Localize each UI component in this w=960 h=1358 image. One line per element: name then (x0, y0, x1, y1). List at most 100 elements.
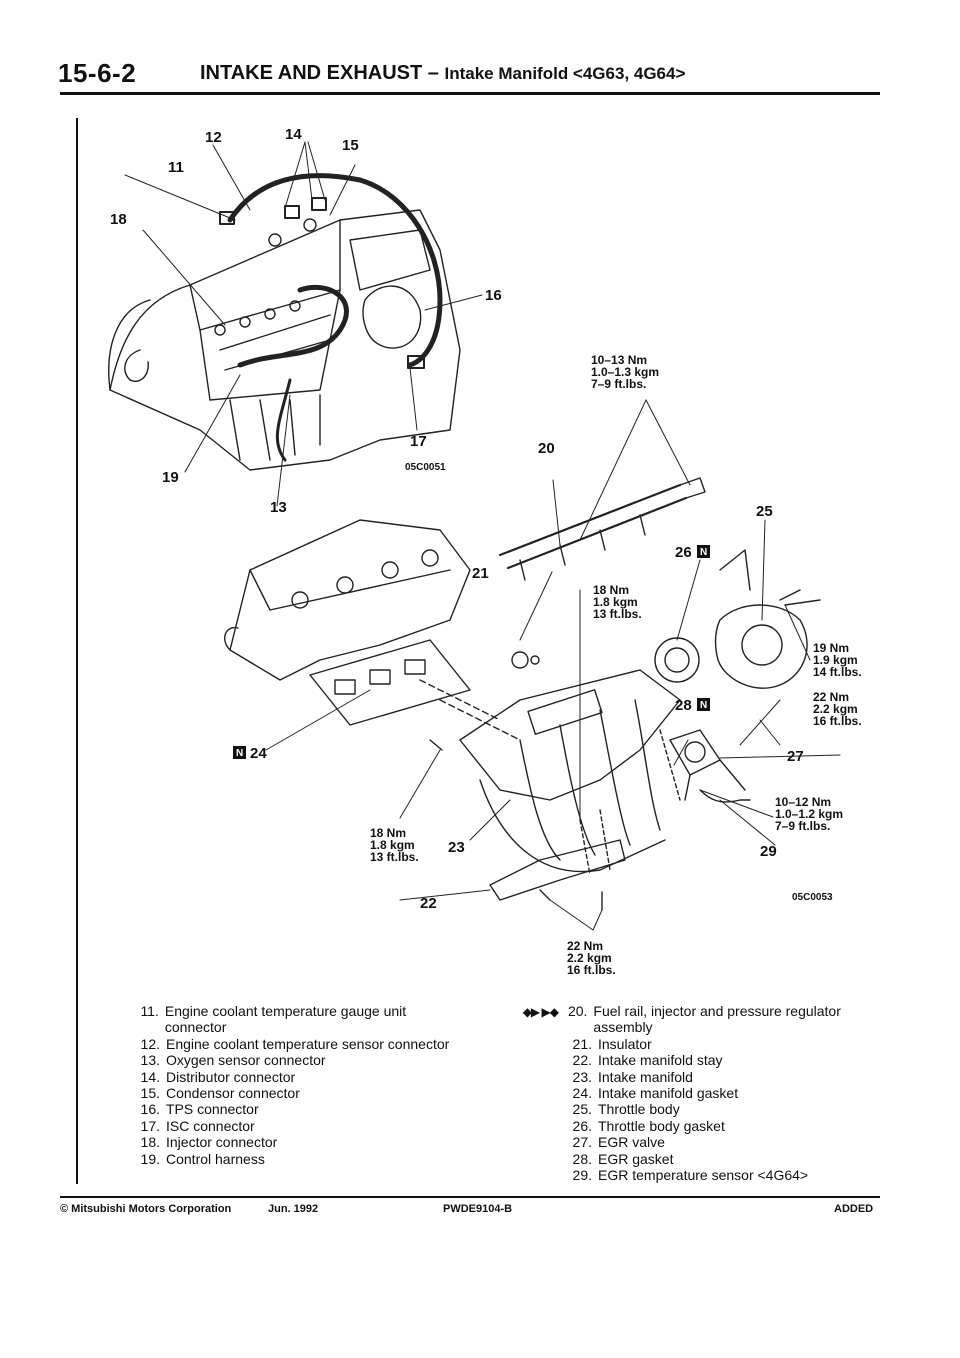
legend-item-number: 11. (140, 1003, 159, 1019)
callout-12: 12 (205, 129, 222, 146)
section-subtitle: Intake Manifold <4G63, 4G64> (444, 64, 686, 83)
manifold-assembly-illustration (224, 477, 821, 911)
page-number: 15-6-2 (58, 58, 137, 88)
legend-item-number: 14. (140, 1068, 160, 1085)
legend-item: 15. Condensor connector (130, 1085, 460, 1101)
footer-rule (60, 1196, 880, 1198)
callout-18: 18 (110, 211, 127, 228)
legend-item-number: 16. (140, 1101, 160, 1118)
footer-doc-code: PWDE9104-B (443, 1203, 513, 1215)
legend-item: 22.Intake manifold stay (490, 1052, 890, 1068)
content-frame-line (76, 118, 78, 1184)
legend-item-number: 22. (572, 1052, 592, 1069)
callout-14: 14 (285, 126, 302, 143)
legend-item: 12. Engine coolant temperature sensor con… (130, 1036, 460, 1052)
parts-legend-left: 11. Engine coolant temperature gauge unit… (130, 1003, 460, 1167)
legend-item-number: ◆▶ ▶◆20. (522, 1003, 588, 1019)
callout-13: 13 (270, 499, 287, 516)
legend-item-number: 17. (140, 1117, 160, 1134)
legend-item: 27. EGR valve (490, 1134, 890, 1150)
callout-27: 27 (787, 748, 804, 765)
callout-26: 26 (675, 544, 692, 561)
figure-code-lower: 05C0053 (792, 892, 833, 903)
callout-25: 25 (756, 503, 773, 520)
legend-item: 25. Throttle body (490, 1101, 890, 1117)
legend-item-number: 21. (572, 1035, 592, 1052)
legend-item-number: 24. (572, 1085, 592, 1102)
legend-item-number: 12. (140, 1035, 160, 1052)
legend-item: 19.Control harness (130, 1151, 460, 1167)
legend-item-number: 25. (572, 1101, 592, 1118)
engine-harness-illustration (108, 173, 461, 471)
callout-19: 19 (162, 469, 179, 486)
legend-item-text: Injector connector (166, 1134, 278, 1151)
legend-item: 16. TPS connector (130, 1101, 460, 1117)
footer-copyright: © Mitsubishi Motors Corporation (60, 1203, 232, 1215)
callout-17: 17 (410, 433, 427, 450)
legend-item: 21. Insulator (490, 1036, 890, 1052)
legend-item-number: 27. (572, 1134, 592, 1151)
callout-20: 20 (538, 440, 555, 457)
legend-item-number: 13. (140, 1052, 160, 1069)
legend-item-text: Distributor connector (166, 1068, 296, 1085)
legend-item: 24. Intake manifold gasket (490, 1085, 890, 1101)
footer-status: ADDED (834, 1203, 874, 1215)
legend-item-text: Intake manifold gasket (598, 1085, 739, 1102)
legend-item: 18. Injector connector (130, 1134, 460, 1150)
legend-item-text: EGR gasket (598, 1150, 674, 1167)
legend-item-number: 26. (572, 1117, 592, 1134)
new-part-mark-24: N (236, 748, 243, 759)
legend-item-text: TPS connector (166, 1101, 259, 1118)
legend-item-text: Insulator (598, 1035, 652, 1052)
callout-23: 23 (448, 839, 465, 856)
service-symbols: ◆▶ ▶◆ (522, 1005, 559, 1019)
new-part-marks: N N N (233, 545, 710, 759)
legend-item: 26. Throttle body gasket (490, 1118, 890, 1134)
figure-code-upper: 05C0051 (405, 462, 446, 473)
legend-item-text: Control harness (166, 1150, 265, 1167)
callout-24: 24 (250, 745, 267, 762)
legend-item-text: ISC connector (166, 1117, 255, 1134)
legend-item-text: EGR valve (598, 1134, 665, 1151)
legend-item: 28. EGR gasket (490, 1151, 890, 1167)
legend-item-text: Throttle body (598, 1101, 680, 1118)
section-title: INTAKE AND EXHAUST – (200, 62, 445, 84)
legend-item: 11. Engine coolant temperature gauge unit… (130, 1003, 460, 1036)
legend-item: 29.EGR temperature sensor <4G64> (490, 1167, 890, 1183)
legend-item: 23. Intake manifold (490, 1069, 890, 1085)
legend-item: 14. Distributor connector (130, 1069, 460, 1085)
leader-lines (124, 141, 841, 931)
header-rule (60, 92, 880, 95)
legend-item-number: 18. (140, 1134, 160, 1151)
callout-16: 16 (485, 287, 502, 304)
legend-item: 13. Oxygen sensor connector (130, 1052, 460, 1068)
legend-item-text: Engine coolant temperature sensor connec… (166, 1035, 450, 1052)
legend-item-text: Throttle body gasket (598, 1117, 725, 1134)
exploded-view-diagram: 11 12 14 15 18 16 17 19 13 20 21 25 26 2… (108, 126, 862, 977)
legend-item-number: 15. (140, 1085, 160, 1102)
callout-11: 11 (168, 159, 184, 176)
new-part-mark-26: N (700, 547, 707, 558)
callout-15: 15 (342, 137, 359, 154)
legend-item-text: Intake manifold (598, 1068, 693, 1085)
legend-item-number: 28. (572, 1150, 592, 1167)
callout-22: 22 (420, 895, 437, 912)
legend-item-text: Engine coolant temperature gauge unit co… (164, 1003, 407, 1036)
legend-item-text: Condensor connector (166, 1085, 300, 1102)
legend-item-text: Fuel rail, injector and pressure regulat… (593, 1003, 841, 1036)
callout-numbers: 11 12 14 15 18 16 17 19 13 20 21 25 26 2… (110, 126, 804, 912)
legend-item-number: 23. (572, 1068, 592, 1085)
callout-28: 28 (675, 697, 692, 714)
callout-21: 21 (472, 565, 489, 582)
legend-item-text: Oxygen sensor connector (166, 1052, 326, 1069)
footer-date: Jun. 1992 (268, 1203, 319, 1215)
legend-item-text: EGR temperature sensor <4G64> (598, 1167, 809, 1184)
legend-item: ◆▶ ▶◆20. Fuel rail, injector and pressure… (490, 1003, 890, 1036)
